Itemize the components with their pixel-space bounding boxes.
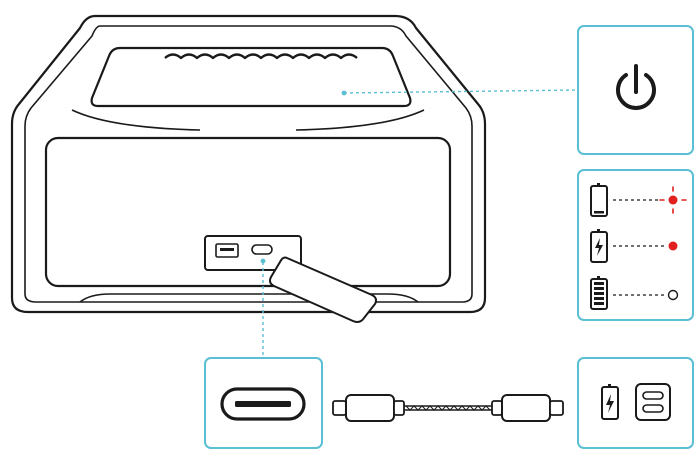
speaker-foot — [79, 293, 419, 303]
grille-panel — [44, 136, 452, 288]
power-icon — [616, 64, 656, 110]
battery-low-icon — [590, 183, 608, 217]
cable-plug-right — [491, 394, 564, 422]
speaker-outer-shell — [10, 14, 487, 314]
usb-c-callout — [204, 357, 323, 449]
speaker-shoulder-left — [71, 109, 201, 131]
indicator-callout — [577, 169, 694, 321]
battery-charging-icon — [601, 384, 619, 420]
usb-c-port-icon — [220, 387, 306, 421]
light-off-icon — [667, 289, 679, 301]
red-solid-light-icon — [668, 241, 678, 251]
charger-callout — [577, 357, 694, 449]
usb-c-port[interactable] — [251, 244, 273, 255]
leader-power — [343, 89, 579, 94]
indicator-row-charging — [590, 229, 678, 263]
power-callout — [577, 25, 694, 155]
speaker-inner-frame — [24, 25, 473, 303]
usb-c-cable — [332, 394, 564, 422]
leader-usb-dot — [260, 258, 266, 264]
indicator-row-full — [590, 276, 679, 310]
leader-lines — [262, 89, 579, 358]
port-panel — [204, 235, 302, 271]
battery-full-icon — [590, 276, 608, 310]
handle-slot — [90, 46, 412, 108]
usb-c-plug-icon — [635, 383, 671, 421]
battery-charging-icon — [590, 229, 608, 263]
indicator-row-low — [590, 183, 687, 217]
red-flashing-light-icon — [659, 186, 687, 214]
port-cover-flap[interactable] — [269, 256, 377, 323]
speaker — [10, 14, 487, 314]
speaker-shoulder-right — [295, 109, 425, 131]
handle-grip-ridges — [164, 53, 358, 60]
cable-plug-left — [332, 394, 405, 422]
leader-power-dot — [341, 90, 347, 96]
